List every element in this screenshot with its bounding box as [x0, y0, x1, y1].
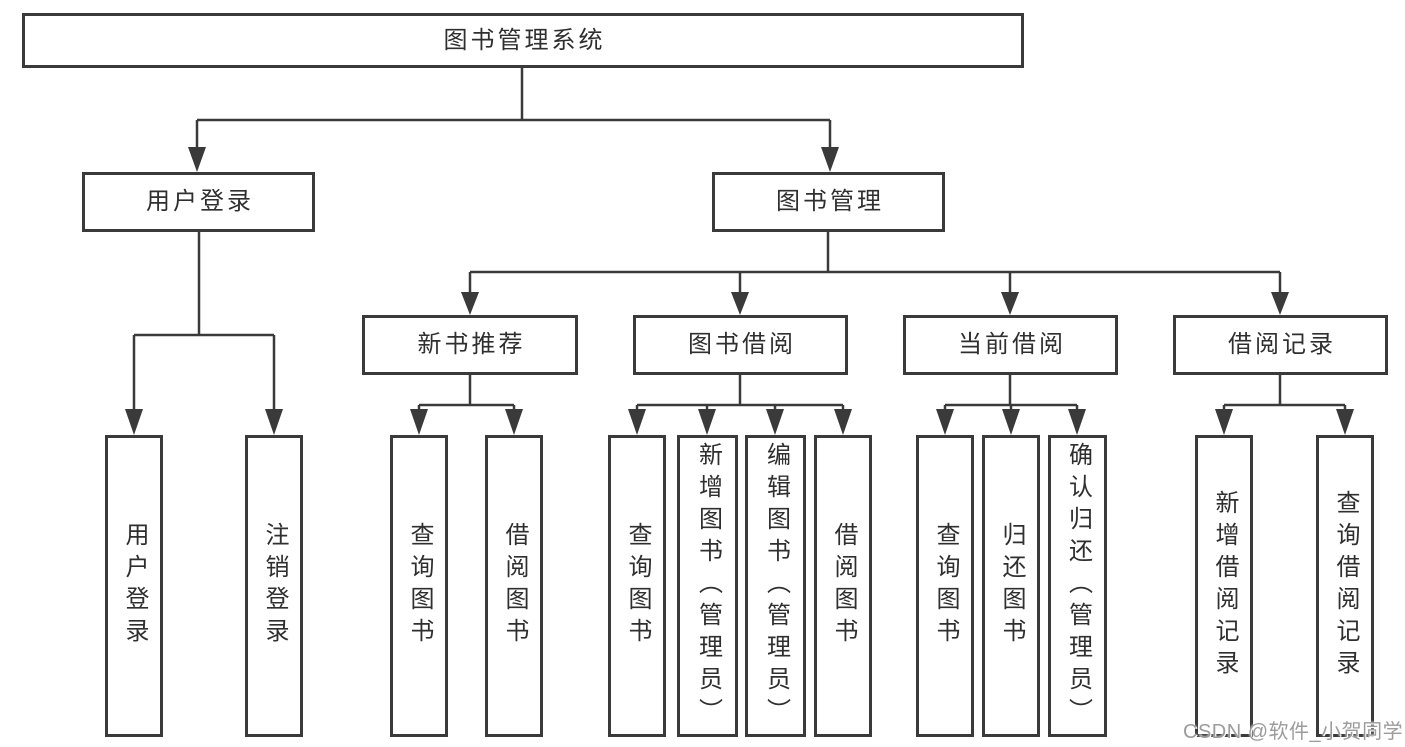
leaf-query-books-borrow: 查询图书	[608, 435, 666, 737]
leaf-logout: 注销登录	[245, 435, 303, 737]
node-label: 确认归还（管理员）	[1064, 442, 1092, 730]
watermark-csdn: CSDN @软件_小贺同学	[1183, 721, 1404, 743]
node-current-borrow: 当前借阅	[903, 315, 1118, 375]
node-label: 注销登录	[261, 522, 288, 650]
node-new-book-recommend: 新书推荐	[362, 315, 578, 375]
node-label: 借阅图书	[501, 522, 528, 650]
node-label: 查询借阅记录	[1332, 490, 1359, 682]
node-library-management-system: 图书管理系统	[22, 13, 1024, 68]
node-label: 归还图书	[998, 522, 1025, 650]
node-label: 查询图书	[406, 522, 433, 650]
node-label: 编辑图书（管理员）	[762, 442, 790, 730]
leaf-edit-book-admin: 编辑图书（管理员）	[745, 435, 806, 737]
node-book-borrow: 图书借阅	[633, 315, 848, 375]
node-user-login: 用户登录	[82, 172, 315, 232]
leaf-borrow-books: 借阅图书	[814, 435, 872, 737]
node-label: 新增图书（管理员）	[694, 442, 722, 730]
leaf-confirm-return-admin: 确认归还（管理员）	[1048, 435, 1107, 737]
node-label: 借阅图书	[830, 522, 857, 650]
leaf-query-books-current: 查询图书	[916, 435, 974, 737]
leaf-query-borrow-record: 查询借阅记录	[1316, 435, 1374, 737]
leaf-return-book: 归还图书	[982, 435, 1040, 737]
leaf-add-borrow-record: 新增借阅记录	[1195, 435, 1253, 737]
node-borrow-records: 借阅记录	[1173, 315, 1388, 375]
node-label: 用户登录	[121, 522, 148, 650]
node-label: 查询图书	[932, 522, 959, 650]
leaf-add-book-admin: 新增图书（管理员）	[677, 435, 738, 737]
leaf-query-books-recommend: 查询图书	[390, 435, 448, 737]
leaf-user-login: 用户登录	[105, 435, 163, 737]
node-book-management: 图书管理	[712, 172, 945, 232]
node-label: 新增借阅记录	[1211, 490, 1238, 682]
node-label: 查询图书	[624, 522, 651, 650]
leaf-borrow-books-recommend: 借阅图书	[485, 435, 543, 737]
